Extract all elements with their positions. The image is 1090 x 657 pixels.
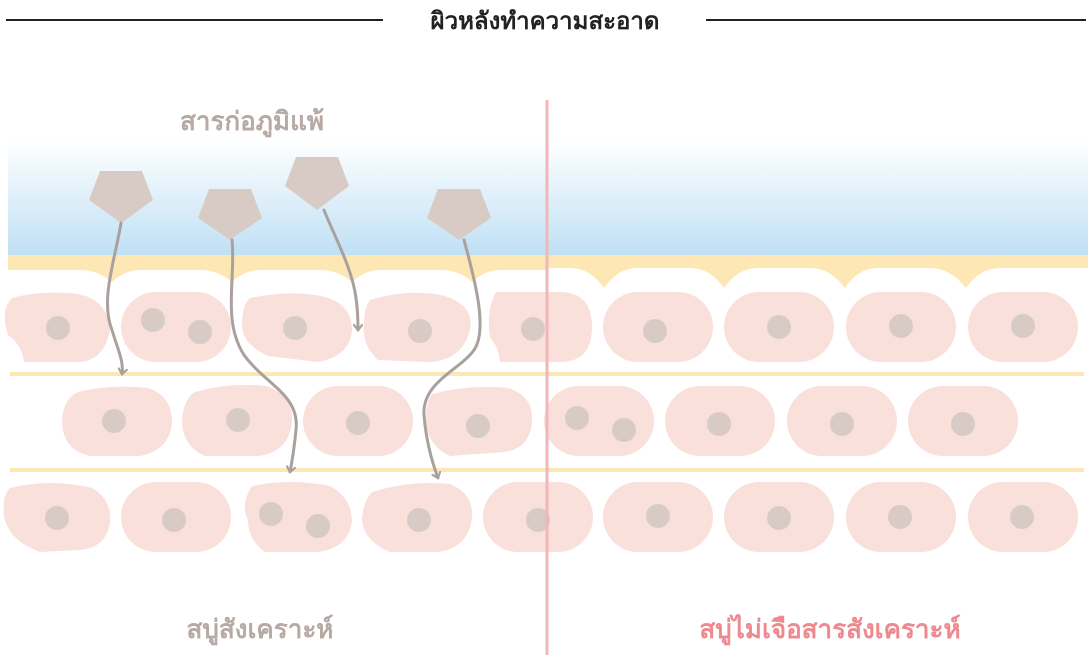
caption-natural-soap: สบู่ไม่เจือสารสังเคราะห์ [699, 614, 961, 644]
nucleus [226, 408, 250, 432]
title-rule-left [6, 19, 383, 21]
nucleus [188, 320, 212, 344]
nucleus [888, 505, 912, 529]
allergen-icon [89, 171, 153, 223]
allergen-icon [285, 157, 349, 210]
nucleus [259, 502, 283, 526]
nucleus [643, 319, 667, 343]
skin-film-left [8, 255, 548, 282]
nucleus [526, 508, 550, 532]
diagram-title: ผิวหลังทำความสะอาด [430, 8, 660, 35]
nucleus [767, 506, 791, 530]
nucleus [646, 504, 670, 528]
penetration-arrow [105, 221, 122, 376]
nucleus [102, 409, 126, 433]
nucleus [612, 418, 636, 442]
nucleus [521, 317, 545, 341]
skin-film-right [548, 255, 1088, 288]
allergen-icon [198, 189, 262, 240]
nucleus [767, 315, 791, 339]
nucleus [306, 514, 330, 538]
caption-synthetic-soap: สบู่สังเคราะห์ [186, 614, 334, 644]
nucleus [466, 414, 490, 438]
nucleus [46, 316, 70, 340]
nucleus [707, 412, 731, 436]
nucleus [141, 308, 165, 332]
nucleus [408, 319, 432, 343]
nucleus [889, 314, 913, 338]
cell-row-2 [62, 384, 1018, 456]
nucleus [162, 508, 186, 532]
nucleus [1011, 314, 1035, 338]
title-rule-right [706, 19, 1086, 21]
nucleus [407, 508, 431, 532]
cell-row-3 [3, 482, 1078, 552]
allergen-label: สารก่อภูมิแพ้ [180, 106, 324, 136]
penetration-arrow [229, 238, 298, 474]
nucleus [283, 316, 307, 340]
nucleus [830, 412, 854, 436]
nucleus [1010, 505, 1034, 529]
nucleus [45, 506, 69, 530]
allergen-icon [427, 189, 491, 240]
nucleus [565, 406, 589, 430]
allergens [89, 157, 491, 240]
nucleus [951, 412, 975, 436]
nucleus [346, 411, 370, 435]
penetration-arrow [322, 208, 358, 332]
nuclei [45, 308, 1035, 538]
cell [544, 386, 654, 456]
penetration-arrow [422, 238, 482, 480]
penetration-arrows [105, 208, 482, 480]
cell [121, 292, 231, 362]
